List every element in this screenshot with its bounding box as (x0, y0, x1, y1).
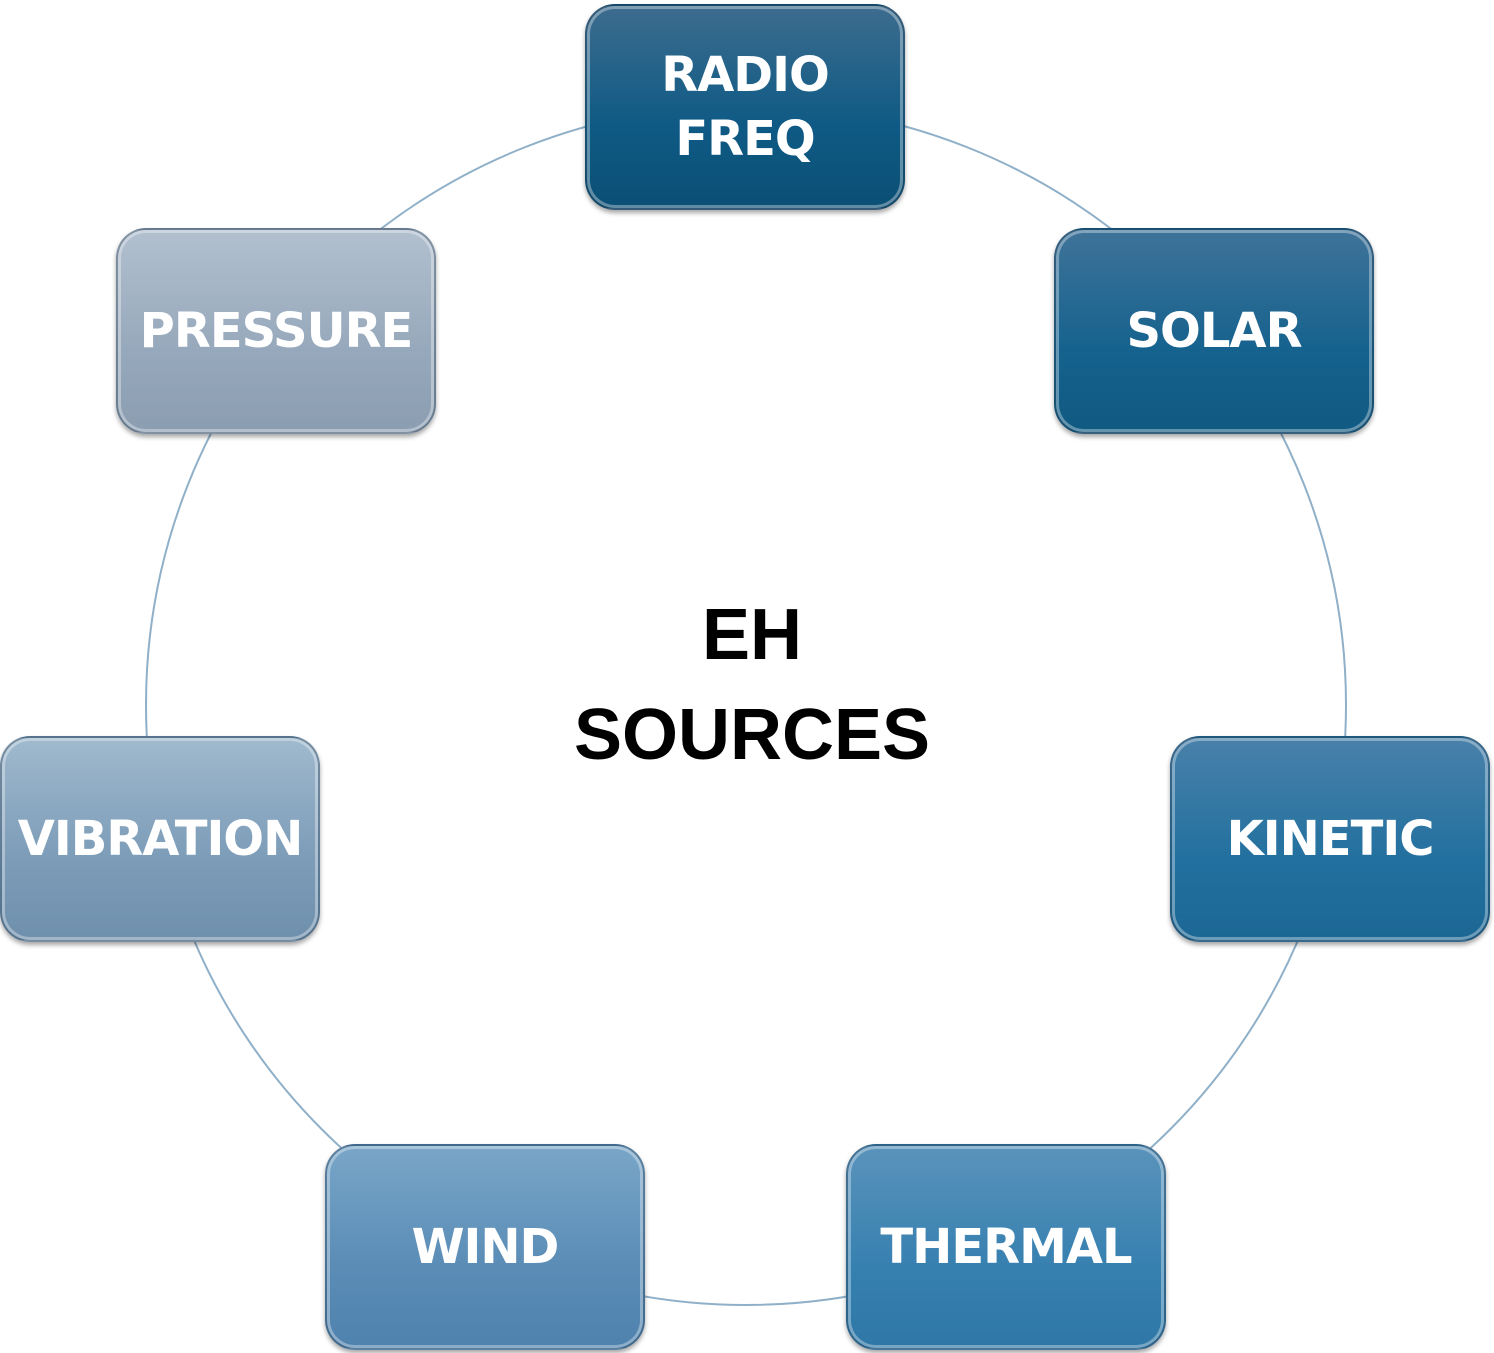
node-vibration-label: VIBRATION (17, 811, 304, 867)
center-title: EH SOURCES (547, 585, 957, 785)
node-wind: WIND (325, 1144, 645, 1350)
node-kinetic-label: KINETIC (1226, 811, 1435, 867)
node-radio-freq: RADIO FREQ (585, 4, 905, 210)
node-pressure-label: PRESSURE (139, 303, 414, 359)
node-thermal-label: THERMAL (880, 1219, 1132, 1275)
node-kinetic: KINETIC (1170, 736, 1490, 942)
node-solar-label: SOLAR (1126, 303, 1302, 359)
node-radio-freq-line1: RADIO (661, 47, 830, 103)
node-wind-label: WIND (411, 1219, 560, 1275)
node-radio-freq-label: RADIO FREQ (651, 43, 839, 171)
node-radio-freq-line2: FREQ (675, 111, 815, 167)
node-thermal: THERMAL (846, 1144, 1166, 1350)
center-title-line1: EH (701, 595, 803, 675)
node-pressure: PRESSURE (116, 228, 436, 434)
node-solar: SOLAR (1054, 228, 1374, 434)
center-title-line2: SOURCES (573, 695, 931, 775)
node-vibration: VIBRATION (0, 736, 320, 942)
